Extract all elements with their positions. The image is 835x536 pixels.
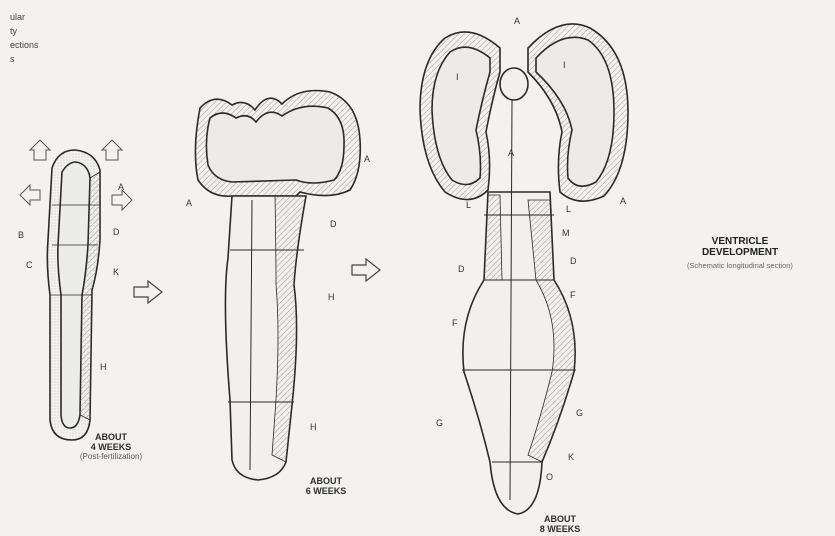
stage2-label-h-lower: H (310, 422, 317, 432)
sprout-arrow-icon (20, 185, 40, 205)
stage3-right-lobe-inner (536, 37, 614, 186)
corner-line-1: ular (10, 10, 39, 24)
stage2-label-a-left: A (186, 198, 192, 208)
corner-fragment-text: ular ty ections s (10, 10, 39, 66)
stage1-label-c: C (26, 260, 33, 270)
stage3-label-g-right: G (576, 408, 583, 418)
stage-6-weeks-figure (195, 91, 360, 481)
stage1-caption-line1: ABOUT (56, 432, 166, 442)
stage2-caption: ABOUT 6 WEEKS (286, 476, 366, 496)
stage1-caption-sub: (Post-fertilization) (56, 452, 166, 462)
corner-line-4: s (10, 52, 39, 66)
sprout-arrow-icon (102, 140, 122, 160)
stage-4-weeks-figure (47, 150, 100, 440)
corner-line-3: ections (10, 38, 39, 52)
stage3-label-i-left: I (456, 72, 459, 82)
stage3-label-g-left: G (436, 418, 443, 428)
stage1-label-h: H (100, 362, 107, 372)
stage3-caption-line1: ABOUT (520, 514, 600, 524)
stage3-label-a-top: A (514, 16, 520, 26)
stage1-label-a: A (118, 182, 124, 192)
stage3-label-d-right: D (570, 256, 577, 266)
corner-line-2: ty (10, 24, 39, 38)
stage1-caption: ABOUT 4 WEEKS (Post-fertilization) (56, 432, 166, 462)
stage3-label-o: O (546, 472, 553, 482)
stage-8-weeks-figure (420, 24, 628, 514)
stage3-caption: ABOUT 8 WEEKS (520, 514, 600, 534)
stage3-label-f-left: F (452, 318, 458, 328)
stage3-label-a-mid: A (508, 148, 514, 158)
stage3-caption-line2: 8 WEEKS (520, 524, 600, 534)
stage1-caption-line2: 4 WEEKS (56, 442, 166, 452)
stage2-caption-line2: 6 WEEKS (286, 486, 366, 496)
sprout-arrow-icon (112, 190, 132, 210)
stage3-label-k: K (568, 452, 574, 462)
stage1-label-k: K (113, 267, 119, 277)
title-line1: VENTRICLE (650, 236, 830, 247)
stage3-label-f-right: F (570, 290, 576, 300)
stage2-caption-line1: ABOUT (286, 476, 366, 486)
sprout-arrow-icon (30, 140, 50, 160)
title-subtitle: (Schematic longitudinal section) (650, 260, 830, 271)
stage2-label-a-right: A (364, 154, 370, 164)
stage3-label-l-left: L (466, 200, 471, 210)
stage3-label-m: M (562, 228, 570, 238)
stage2-label-d: D (330, 219, 337, 229)
stage1-label-d: D (113, 227, 120, 237)
arrow-right-icon (352, 259, 380, 281)
stage2-label-h-upper: H (328, 292, 335, 302)
stage3-label-l-right: L (566, 204, 571, 214)
stage3-label-d-left: D (458, 264, 465, 274)
diagram-title: VENTRICLE DEVELOPMENT (Schematic longitu… (650, 236, 830, 271)
stage1-label-b: B (18, 230, 24, 240)
title-line2: DEVELOPMENT (650, 247, 830, 258)
stage3-label-a-right: A (620, 196, 626, 206)
arrow-right-icon (134, 281, 162, 303)
stage2-head-inner (206, 106, 344, 183)
stage3-label-i-right: I (563, 60, 566, 70)
stage3-top-bulb (500, 68, 528, 100)
